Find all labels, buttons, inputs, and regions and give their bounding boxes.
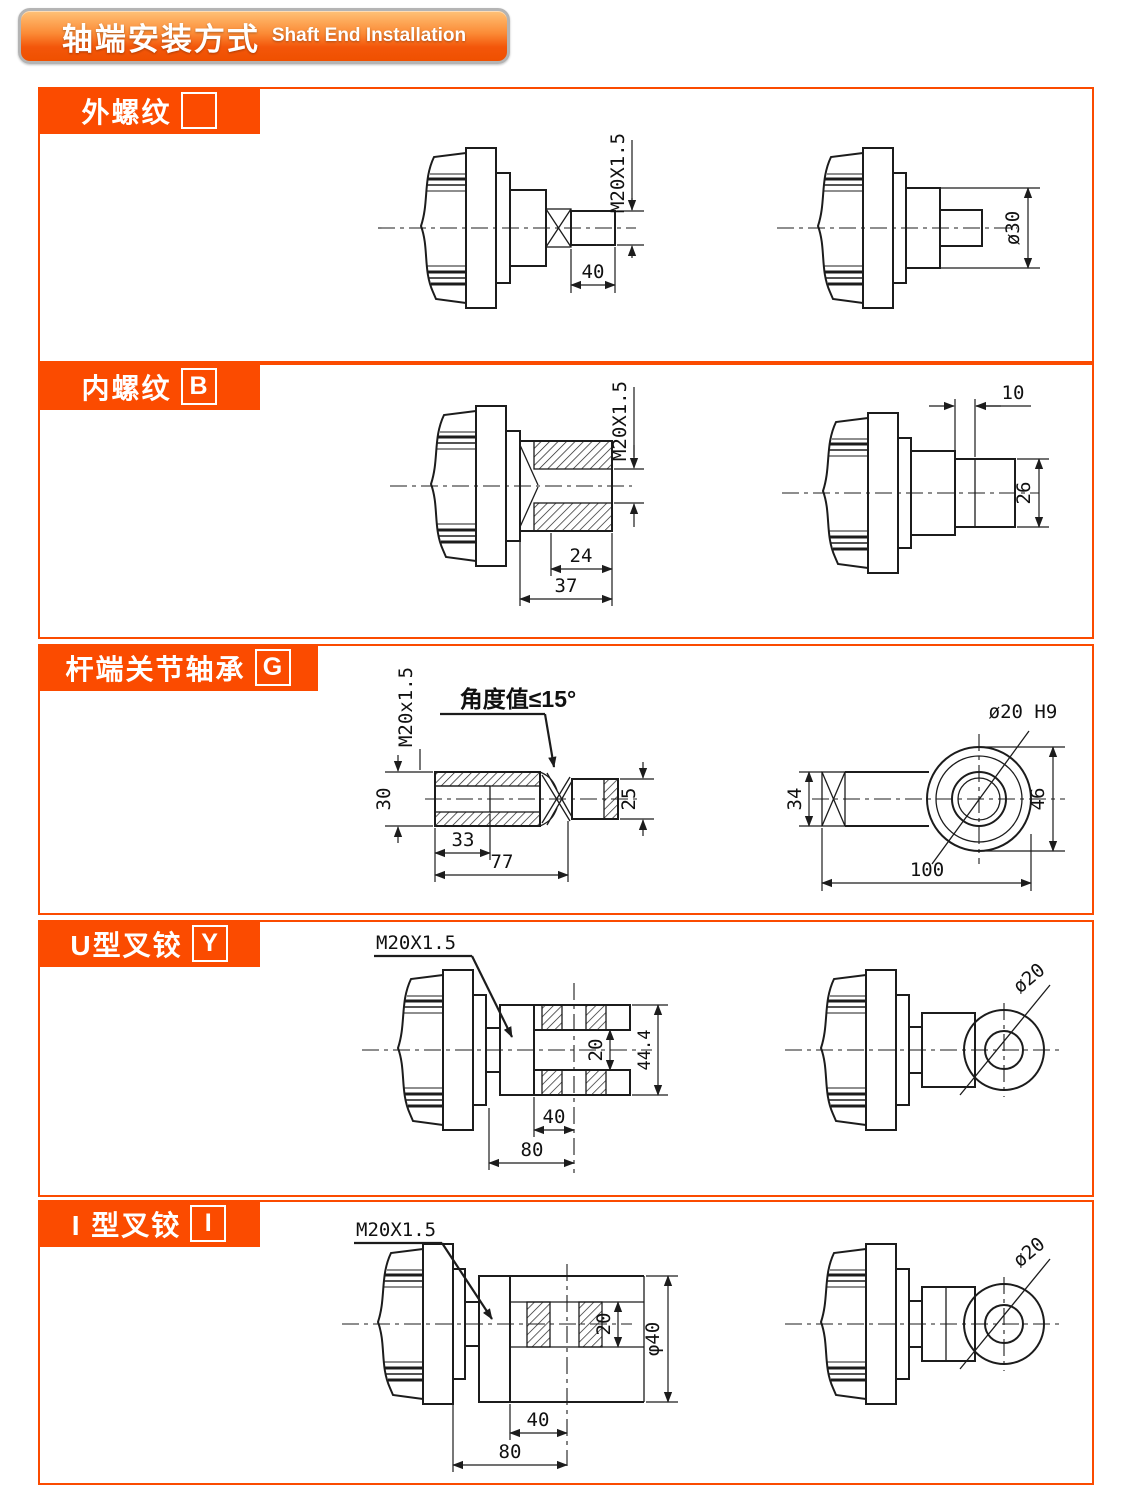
outline-geometry <box>362 968 652 1173</box>
dim-label-hole-depth: 37 <box>555 575 578 597</box>
outline-geometry <box>785 968 1060 1132</box>
cad-drawing-u-clevis-side: ø20 <box>785 959 1060 1132</box>
dim-label-thread: M20X1.5 <box>609 381 631 461</box>
section-tab: 外螺纹 <box>38 87 260 134</box>
dim-label-slot-width: 20 <box>585 1039 607 1062</box>
cad-drawing-external-thread-front: M20X1.5 40 <box>378 133 644 310</box>
dim-label-pin-offset: 40 <box>543 1106 566 1128</box>
dim-label-tongue-width: 20 <box>593 1313 615 1336</box>
section-tab: 内螺纹 B <box>38 363 260 410</box>
outline-geometry <box>782 411 1039 575</box>
section-u-clevis: U型叉铰 Y M20X1.5 20 <box>38 920 1094 1197</box>
dimensions: M20X1.5 20 44.4 40 80 <box>374 932 668 1170</box>
dim-label-thread-depth: 24 <box>570 545 593 567</box>
outline-geometry <box>777 146 1017 310</box>
outline-geometry <box>425 771 638 827</box>
angle-note: 角度值≤15° <box>460 686 576 712</box>
section-external-thread: 外螺纹 M20X1.5 40 <box>38 87 1094 363</box>
section-i-clevis: I 型叉铰 I M20X1.5 20 <box>38 1200 1094 1485</box>
dim-label-rod-dia: 30 <box>373 788 395 811</box>
dim-label-bore-depth: 33 <box>452 829 475 851</box>
cad-drawing-internal-thread-front: M20X1.5 24 37 <box>390 381 644 606</box>
dim-label-boss-dia: φ40 <box>642 1322 664 1356</box>
dimensions: M20X1.5 20 φ40 40 80 <box>354 1219 678 1472</box>
dimensions: M20x1.5 角度值≤15° 30 25 33 77 <box>373 667 654 882</box>
section-code-box: I <box>190 1205 227 1242</box>
cad-drawing-rod-end-front: M20x1.5 角度值≤15° 30 25 33 77 <box>373 667 654 882</box>
cad-drawing-external-thread-side: ø30 <box>777 146 1040 310</box>
page-title-banner: 轴端安装方式 Shaft End Installation <box>18 8 510 64</box>
dim-label-shaft-dia: 34 <box>784 788 806 811</box>
cad-drawing-rod-end-side: ø20 H9 34 46 100 <box>784 701 1065 891</box>
dim-label-diameter: 26 <box>1013 482 1035 505</box>
dim-label-head-width: 46 <box>1027 788 1049 811</box>
section-title: 内螺纹 <box>81 372 172 404</box>
dim-label-end-dia: 25 <box>618 788 640 811</box>
dim-label-length: 40 <box>582 261 605 283</box>
dimensions: 10 26 <box>929 382 1049 528</box>
section-code-box <box>180 92 217 129</box>
section-code-box: Y <box>191 925 228 962</box>
section-title: U型叉铰 <box>70 929 183 961</box>
section-internal-thread: 内螺纹 B M20X1.5 24 <box>38 363 1094 639</box>
section-title: 杆端关节轴承 <box>65 653 246 685</box>
page-subtitle: Shaft End Installation <box>271 25 467 46</box>
section-rod-end-bearing: 杆端关节轴承 G M20x1.5 角度值≤15° <box>38 644 1094 915</box>
dim-label-pin-dia: ø20 <box>1009 959 1049 998</box>
cad-drawing-u-clevis-front: M20X1.5 20 44.4 40 80 <box>362 932 668 1173</box>
outline-geometry <box>342 1242 645 1466</box>
dimensions: M20X1.5 40 <box>570 133 644 293</box>
section-code-box: G <box>254 649 291 686</box>
dim-label-pin-dia: ø20 <box>1009 1233 1049 1272</box>
dim-label-thread: M20X1.5 <box>607 133 629 213</box>
dim-label-thread: M20X1.5 <box>376 932 456 954</box>
section-tab: I 型叉铰 I <box>38 1200 260 1247</box>
dim-label-length: 77 <box>491 851 514 873</box>
cad-drawing-internal-thread-side: 10 26 <box>782 382 1049 575</box>
dim-label-length: 80 <box>521 1139 544 1161</box>
outline-geometry <box>390 404 632 568</box>
section-code-box: B <box>180 368 217 405</box>
dimensions: ø30 <box>924 187 1040 269</box>
dimensions: M20X1.5 24 37 <box>519 381 644 606</box>
section-title: 外螺纹 <box>81 96 172 128</box>
dim-label-thread: M20X1.5 <box>356 1219 436 1241</box>
dim-label-step: 10 <box>1002 382 1025 404</box>
dim-label-length: 100 <box>910 859 944 881</box>
dim-label-pin-offset: 40 <box>527 1409 550 1431</box>
section-title: I 型叉铰 <box>71 1209 182 1241</box>
dim-label-diameter: ø30 <box>1002 211 1024 245</box>
dim-label-fork-width: 44.4 <box>635 1030 655 1071</box>
section-tab: U型叉铰 Y <box>38 920 260 967</box>
dim-label-length: 80 <box>499 1441 522 1463</box>
section-tab: 杆端关节轴承 G <box>38 644 318 691</box>
dim-label-bore: ø20 H9 <box>989 701 1058 723</box>
cad-drawing-i-clevis-front: M20X1.5 20 φ40 40 80 <box>342 1219 678 1472</box>
outline-geometry <box>785 1242 1060 1406</box>
page-title: 轴端安装方式 <box>61 21 260 57</box>
cad-drawing-i-clevis-side: ø20 <box>785 1233 1060 1406</box>
dim-label-thread: M20x1.5 <box>395 667 417 747</box>
dimensions: ø20 H9 34 46 100 <box>784 701 1065 891</box>
outline-geometry <box>378 146 636 310</box>
